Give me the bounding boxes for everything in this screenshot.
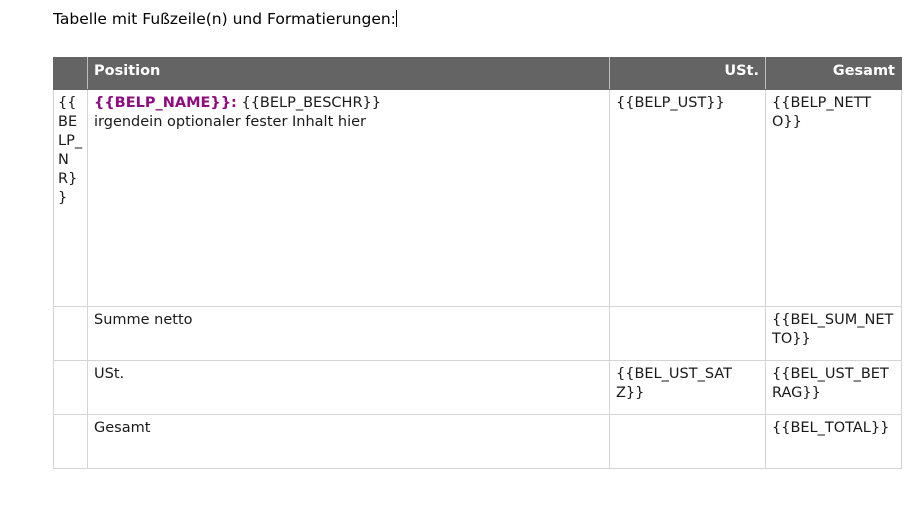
cell-footer-nr-2 [53, 414, 88, 469]
column-header-nr [53, 57, 88, 90]
item-static-text: irgendein optionaler fester Inhalt hier [94, 114, 366, 130]
column-header-position: Position [87, 57, 610, 90]
cell-footer-label-2: Gesamt [87, 414, 610, 469]
table-header-row: Position USt. Gesamt [53, 57, 902, 90]
cell-item-ust: {{BELP_UST}} [609, 89, 766, 307]
cell-item-nr: {{BELP_NR}} [53, 89, 88, 307]
table-row-summe-netto: Summe netto {{BEL_SUM_NETTO}} [53, 306, 902, 361]
cell-footer-gesamt-2: {{BEL_TOTAL}} [765, 414, 902, 469]
cell-footer-nr-0 [53, 306, 88, 361]
table-header: Position USt. Gesamt [53, 57, 902, 90]
cell-item-nr-text: {{BELP_NR}} [58, 95, 83, 206]
cell-footer-label-1: USt. [87, 360, 610, 415]
table-row-gesamt: Gesamt {{BEL_TOTAL}} [53, 414, 902, 469]
page-title-text: Tabelle mit Fußzeile(n) und Formatierung… [53, 10, 396, 28]
cell-footer-gesamt-0: {{BEL_SUM_NETTO}} [765, 306, 902, 361]
cell-item-gesamt: {{BELP_NETTO}} [765, 89, 902, 307]
table-body: {{BELP_NR}} {{BELP_NAME}}: {{BELP_BESCHR… [53, 89, 902, 469]
invoice-template-table: Position USt. Gesamt {{BELP_NR}} {{BELP_… [53, 57, 902, 469]
cell-footer-ust-1: {{BEL_UST_SATZ}} [609, 360, 766, 415]
column-header-ust: USt. [609, 57, 766, 90]
column-header-gesamt: Gesamt [765, 57, 902, 90]
table-row-ust: USt. {{BEL_UST_SATZ}} {{BEL_UST_BETRAG}} [53, 360, 902, 415]
text-cursor [395, 10, 397, 27]
placeholder-belp-name: {{BELP_NAME}}: [94, 95, 237, 111]
table-row-item: {{BELP_NR}} {{BELP_NAME}}: {{BELP_BESCHR… [53, 89, 902, 307]
cell-item-position: {{BELP_NAME}}: {{BELP_BESCHR}} irgendein … [87, 89, 610, 307]
cell-footer-ust-0 [609, 306, 766, 361]
page-title: Tabelle mit Fußzeile(n) und Formatierung… [53, 8, 397, 30]
placeholder-belp-beschr: {{BELP_BESCHR}} [241, 95, 381, 111]
cell-footer-ust-2 [609, 414, 766, 469]
cell-footer-nr-1 [53, 360, 88, 415]
cell-footer-label-0: Summe netto [87, 306, 610, 361]
cell-footer-gesamt-1: {{BEL_UST_BETRAG}} [765, 360, 902, 415]
